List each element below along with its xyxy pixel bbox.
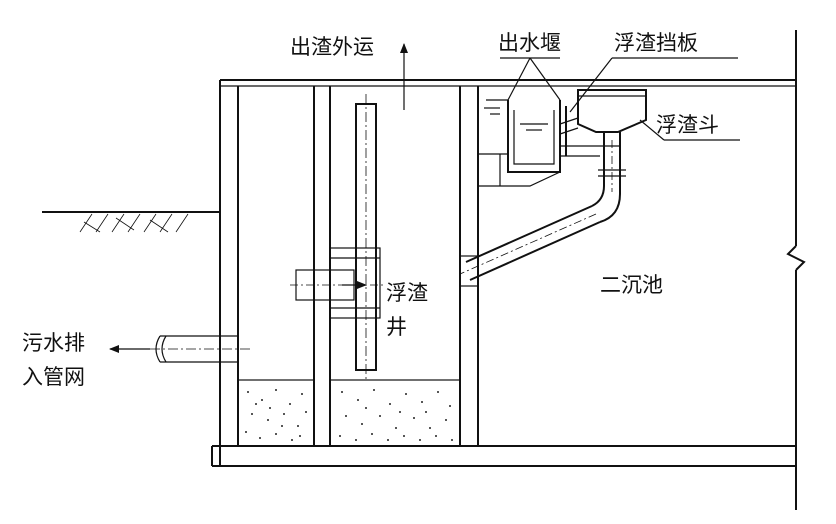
secondary-clarifier-label: 二沉池 xyxy=(600,273,663,297)
scum-well-label-line2: 井 xyxy=(386,315,407,339)
scum-riser-pipe xyxy=(290,94,386,380)
scum-baffle-label: 浮渣挡板 xyxy=(614,31,698,55)
sewage-outlet-pipe xyxy=(109,335,250,363)
leader-lines xyxy=(500,57,740,141)
scum-discharge-pipe xyxy=(459,132,626,287)
sediment-right xyxy=(329,379,461,447)
outlet-weir-label: 出水堰 xyxy=(498,31,561,55)
sediment-left xyxy=(237,379,315,447)
scum-well-label-line1: 浮渣 xyxy=(386,281,428,305)
scum-hopper-label: 浮渣斗 xyxy=(656,113,719,137)
outlet-weir-trough xyxy=(478,99,561,187)
sewage-label-line2: 入管网 xyxy=(22,365,85,389)
sewage-label-line1: 污水排 xyxy=(22,331,85,355)
slag-out-label: 出渣外运 xyxy=(290,35,374,59)
scum-hopper-box xyxy=(577,89,647,133)
ground-surface xyxy=(42,211,220,233)
scum-baffle-plate xyxy=(559,106,579,156)
